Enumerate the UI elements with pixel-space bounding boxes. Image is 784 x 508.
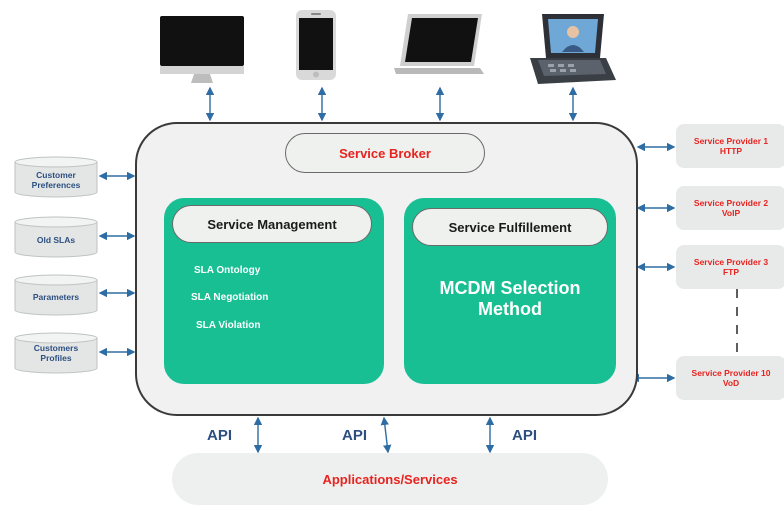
database-label-line: Old SLAs [36, 235, 76, 245]
database-label-line: Preferences [31, 179, 81, 190]
service-fulfillment-label: Service Fulfillement [412, 208, 608, 246]
database-label-line: Customer [36, 170, 76, 180]
provider-name: Service Provider 1 [693, 136, 769, 146]
service-management-label: Service Management [172, 205, 372, 243]
service-provider-1: Service Provider 1 HTTP [676, 124, 784, 168]
mcdm-line-2: Method [478, 299, 542, 319]
mcdm-selection-method: MCDM Selection Method [404, 278, 616, 320]
api-label-1: API [207, 427, 233, 444]
provider-protocol: FTP [722, 267, 740, 277]
service-provider-3: Service Provider 3 FTP [676, 245, 784, 289]
parameters-database: Parameters [14, 274, 98, 316]
database-label-line: Profiles [40, 352, 72, 363]
sla-ontology-label: SLA Ontology [194, 265, 261, 276]
sla-negotiation-label: SLA Negotiation [191, 292, 269, 303]
service-provider-10: Service Provider 10 VoD [676, 356, 784, 400]
mcdm-line-1: MCDM Selection [439, 278, 581, 298]
laptop-icon [394, 12, 490, 82]
customers-profiles-database: Customers Profiles [14, 332, 98, 374]
sla-violation-label: SLA Violation [196, 320, 261, 331]
desktop-monitor-icon [160, 14, 244, 86]
video-phone-icon [528, 10, 618, 86]
database-cylinder-icon [14, 216, 98, 258]
provider-protocol: VoIP [721, 208, 741, 218]
api-label-3: API [512, 427, 538, 444]
provider-protocol: HTTP [719, 146, 743, 156]
provider-protocol: VoD [722, 378, 740, 388]
provider-name: Service Provider 3 [693, 257, 769, 267]
api-label-2: API [342, 427, 368, 444]
customer-preferences-database: Customer Preferences [14, 156, 98, 198]
service-broker-label: Service Broker [285, 133, 485, 173]
applications-services: Applications/Services [172, 453, 608, 505]
database-label-line: Parameters [32, 292, 80, 302]
service-provider-2: Service Provider 2 VoIP [676, 186, 784, 230]
database-cylinder-icon [14, 156, 98, 198]
database-label-line: Customers [33, 343, 79, 353]
database-cylinder-icon [14, 332, 98, 374]
database-cylinder-icon [14, 274, 98, 316]
smartphone-icon [296, 8, 340, 80]
old-slas-database: Old SLAs [14, 216, 98, 258]
provider-name: Service Provider 2 [693, 198, 769, 208]
provider-name: Service Provider 10 [691, 368, 771, 378]
